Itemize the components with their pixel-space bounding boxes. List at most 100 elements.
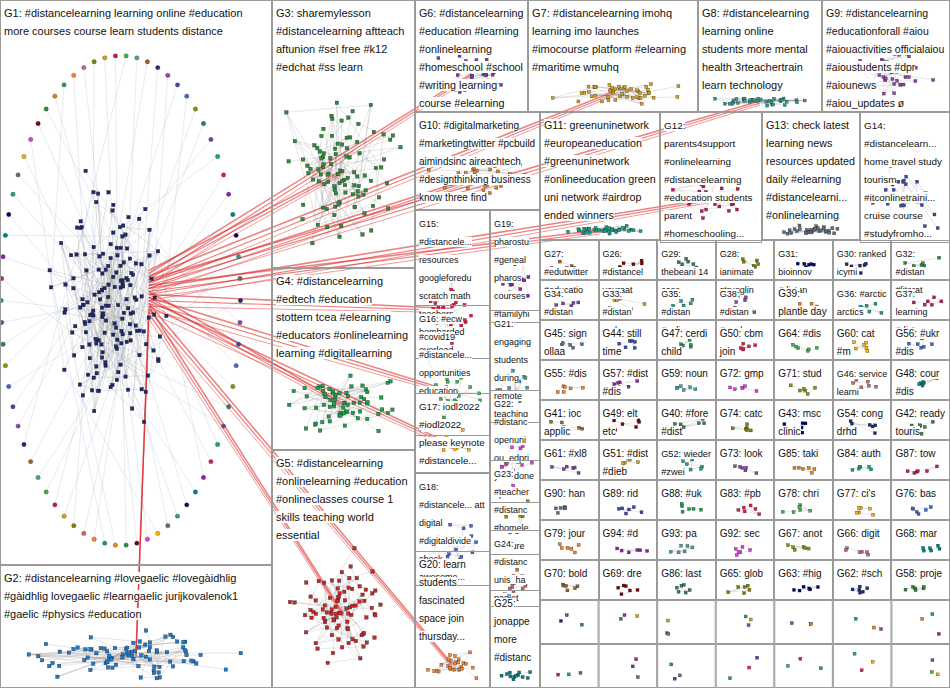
vertex-dot: [234, 233, 238, 237]
vertex-dot: [899, 83, 902, 86]
edge-line: [684, 423, 699, 427]
edge-line: [102, 211, 112, 291]
vertex-dot: [893, 92, 896, 95]
vertex-dot: [372, 130, 376, 134]
vertex-dot: [106, 295, 110, 299]
edge-line: [74, 313, 133, 356]
edge-line: [501, 466, 503, 467]
vertex-dot: [471, 74, 474, 77]
vertex-dot: [72, 276, 76, 280]
edge-line: [305, 615, 356, 641]
vertex-dot: [340, 119, 344, 123]
vertex-dot: [319, 173, 323, 177]
vertex-dot: [640, 102, 643, 105]
vertex-dot: [165, 314, 169, 318]
vertex-dot: [3, 233, 7, 237]
edge-line: [684, 389, 696, 391]
vertex-dot: [1, 342, 5, 346]
vertex-dot: [16, 173, 20, 177]
edge-line: [9, 214, 84, 304]
vertex-dot: [356, 189, 360, 193]
vertex-dot: [92, 537, 96, 541]
edge-line: [743, 349, 744, 350]
vertex-dot: [485, 73, 488, 76]
vertex-dot: [382, 133, 386, 137]
edge-line: [744, 99, 756, 102]
edge-line: [102, 290, 122, 319]
vertex-dot: [803, 99, 806, 102]
vertex-dot: [320, 157, 324, 161]
vertex-dot: [322, 127, 326, 131]
edge-line: [847, 264, 865, 266]
vertex-dot: [185, 503, 189, 507]
vertex-dot: [104, 361, 108, 365]
vertex-dot: [107, 191, 111, 195]
vertex-dot: [348, 136, 352, 140]
vertex-dot: [313, 144, 317, 148]
edge-line: [65, 285, 85, 324]
vertex-dot: [175, 514, 179, 518]
vertex-dot: [643, 94, 646, 97]
vertex-dot: [352, 170, 356, 174]
edge-line: [322, 391, 333, 422]
vertex-dot: [647, 92, 650, 95]
vertex-dots: [0, 45, 943, 681]
edge-line: [684, 419, 703, 427]
vertex-dot: [336, 142, 340, 146]
edge-line: [744, 508, 759, 515]
vertex-dot: [630, 88, 633, 91]
vertex-dot: [329, 157, 333, 161]
edge-line: [122, 657, 156, 678]
vertex-dot: [114, 326, 118, 330]
vertex-dot: [81, 297, 85, 301]
vertex-dot: [153, 296, 157, 300]
vertex-dot: [321, 206, 325, 210]
vertex-dot: [908, 55, 911, 58]
vertex-dot: [470, 74, 473, 77]
edge-line: [427, 356, 444, 407]
group-cell: [892, 601, 950, 644]
edge-line: [65, 287, 115, 313]
edge-line: [743, 388, 757, 391]
edge-line: [2, 307, 81, 322]
vertex-dot: [345, 136, 349, 140]
vertex-dot: [124, 375, 128, 379]
vertex-dot: [138, 329, 142, 333]
edge-bundle: [149, 234, 600, 298]
vertex-dot: [101, 272, 105, 276]
vertex-dot: [142, 420, 146, 424]
vertex-dot: [379, 166, 383, 170]
vertex-dot: [329, 162, 333, 166]
vertex-dot: [351, 193, 355, 197]
vertex-dot: [83, 322, 87, 326]
vertex-dot: [341, 179, 345, 183]
edge-line: [358, 105, 371, 191]
edge-line: [916, 471, 918, 473]
vertex-dot: [72, 286, 76, 290]
vertex-dot: [215, 154, 219, 158]
vertex-dot: [330, 134, 334, 138]
vertex-dot: [109, 256, 113, 260]
group-cell: [775, 645, 833, 688]
vertex-dot: [338, 235, 342, 239]
vertex-dot: [92, 376, 96, 380]
vertex-dot: [612, 91, 615, 94]
vertex-dot: [11, 405, 15, 409]
vertex-dot: [377, 196, 381, 200]
vertex-dot: [59, 241, 63, 245]
vertex-dot: [361, 233, 365, 237]
vertex-dot: [238, 298, 242, 302]
edge-line: [13, 194, 153, 350]
edge-line: [338, 598, 360, 659]
vertex-dot: [614, 99, 617, 102]
vertex-dot: [353, 205, 357, 209]
vertex-dot: [238, 276, 242, 280]
vertex-dot: [495, 186, 498, 189]
vertex-dot: [347, 116, 351, 120]
vertex-dot: [353, 184, 357, 188]
vertex-dot: [318, 150, 322, 154]
edge-line: [132, 68, 158, 409]
vertex-dot: [53, 94, 57, 98]
edge-line: [351, 567, 360, 587]
vertex-dot: [11, 192, 15, 196]
